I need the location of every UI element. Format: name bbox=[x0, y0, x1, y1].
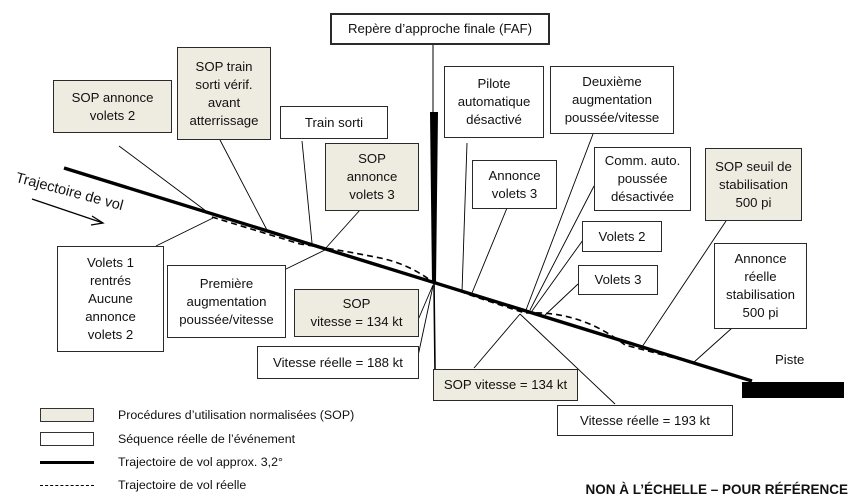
deuxieme-augmentation-box: Deuxième augmentation poussée/vitesse bbox=[550, 66, 674, 134]
legend-real-swatch bbox=[40, 432, 94, 446]
sop-annonce-volets-3-box: SOP annonce volets 3 bbox=[325, 143, 419, 211]
legend-item-sop: Procédures d’utilisation normalisées (SO… bbox=[40, 408, 354, 422]
leader-annonce-stabilisation bbox=[692, 327, 733, 364]
faf-box: Repère d’approche finale (FAF) bbox=[330, 13, 550, 45]
leader-deuxieme-augmentation bbox=[525, 133, 594, 311]
annonce-stabilisation-box: Annonce réelle stabilisation 500 pi bbox=[714, 243, 807, 329]
arrow-head bbox=[90, 215, 105, 226]
legend-dash-line bbox=[40, 484, 94, 486]
legend-dash-label: Trajectoire de vol réelle bbox=[118, 478, 247, 492]
leader-train-sorti bbox=[301, 140, 313, 244]
leader-volets1 bbox=[155, 217, 214, 247]
sop-vitesse-134-box-a: SOP vitesse = 134 kt bbox=[294, 289, 419, 337]
leader-sop-vitesse-b bbox=[473, 313, 521, 369]
flight-direction-arrow bbox=[31, 198, 104, 224]
annonce-volets-3-box: Annonce volets 3 bbox=[472, 160, 557, 209]
leader-comm-auto bbox=[529, 185, 595, 311]
leader-volets-3 bbox=[542, 283, 579, 318]
pilote-auto-box: Pilote automatique désactivé bbox=[444, 66, 544, 138]
leader-annonce-volets-3 bbox=[471, 207, 508, 294]
runway-label: Piste bbox=[775, 352, 805, 367]
train-sorti-box: Train sorti bbox=[280, 106, 388, 139]
premiere-augmentation-box: Première augmentation poussée/vitesse bbox=[167, 265, 286, 338]
leader-volets-2 bbox=[531, 239, 584, 312]
nominal-flight-path bbox=[63, 166, 753, 383]
vitesse-188-box: Vitesse réelle = 188 kt bbox=[257, 346, 419, 379]
sop-vitesse-134-box-b: SOP vitesse = 134 kt bbox=[433, 369, 578, 401]
vitesse-193-box: Vitesse réelle = 193 kt bbox=[557, 405, 733, 436]
legend-sop-swatch bbox=[40, 408, 94, 422]
leader-sop-seuil bbox=[641, 220, 727, 348]
legend-real-label: Séquence réelle de l’événement bbox=[118, 432, 296, 446]
actual-flight-path bbox=[211, 216, 749, 381]
scale-note: NON À L’ÉCHELLE – POUR RÉFÉRENCE bbox=[585, 482, 848, 497]
comm-auto-box: Comm. auto. poussée désactivée bbox=[594, 147, 691, 211]
runway bbox=[742, 382, 844, 398]
leader-sop-volets-3 bbox=[324, 209, 361, 250]
leader-sop-volets-2 bbox=[118, 145, 211, 215]
sop-annonce-volets-2-box: SOP annonce volets 2 bbox=[53, 80, 172, 133]
leader-sop-vitesse-a bbox=[417, 284, 434, 321]
faf-tower-lower bbox=[433, 282, 436, 371]
legend-item-real: Séquence réelle de l’événement bbox=[40, 432, 295, 446]
volets-2-box: Volets 2 bbox=[582, 221, 662, 252]
leader-premiere-augmentation bbox=[285, 248, 328, 270]
legend-sop-label: Procédures d’utilisation normalisées (SO… bbox=[118, 408, 355, 422]
legend-solid-line bbox=[40, 460, 94, 464]
legend-solid-label: Trajectoire de vol approx. 3,2° bbox=[118, 455, 283, 469]
sop-train-sorti-box: SOP train sorti vérif. avant atterrissag… bbox=[177, 47, 271, 140]
legend-item-solid: Trajectoire de vol approx. 3,2° bbox=[40, 455, 283, 469]
leader-lines bbox=[118, 133, 733, 405]
legend-item-dash: Trajectoire de vol réelle bbox=[40, 478, 246, 492]
leader-vitesse-193 bbox=[519, 313, 616, 405]
leader-pilote-auto bbox=[461, 142, 468, 293]
leader-vitesse-188 bbox=[417, 285, 434, 357]
faf-tower bbox=[430, 112, 438, 283]
leader-sop-train-sorti bbox=[219, 139, 269, 233]
sop-seuil-stabilisation-box: SOP seuil de stabilisation 500 pi bbox=[705, 148, 802, 221]
volets1-rentres-box: Volets 1 rentrés Aucune annonce volets 2 bbox=[57, 246, 164, 352]
volets-3-box: Volets 3 bbox=[578, 265, 658, 295]
